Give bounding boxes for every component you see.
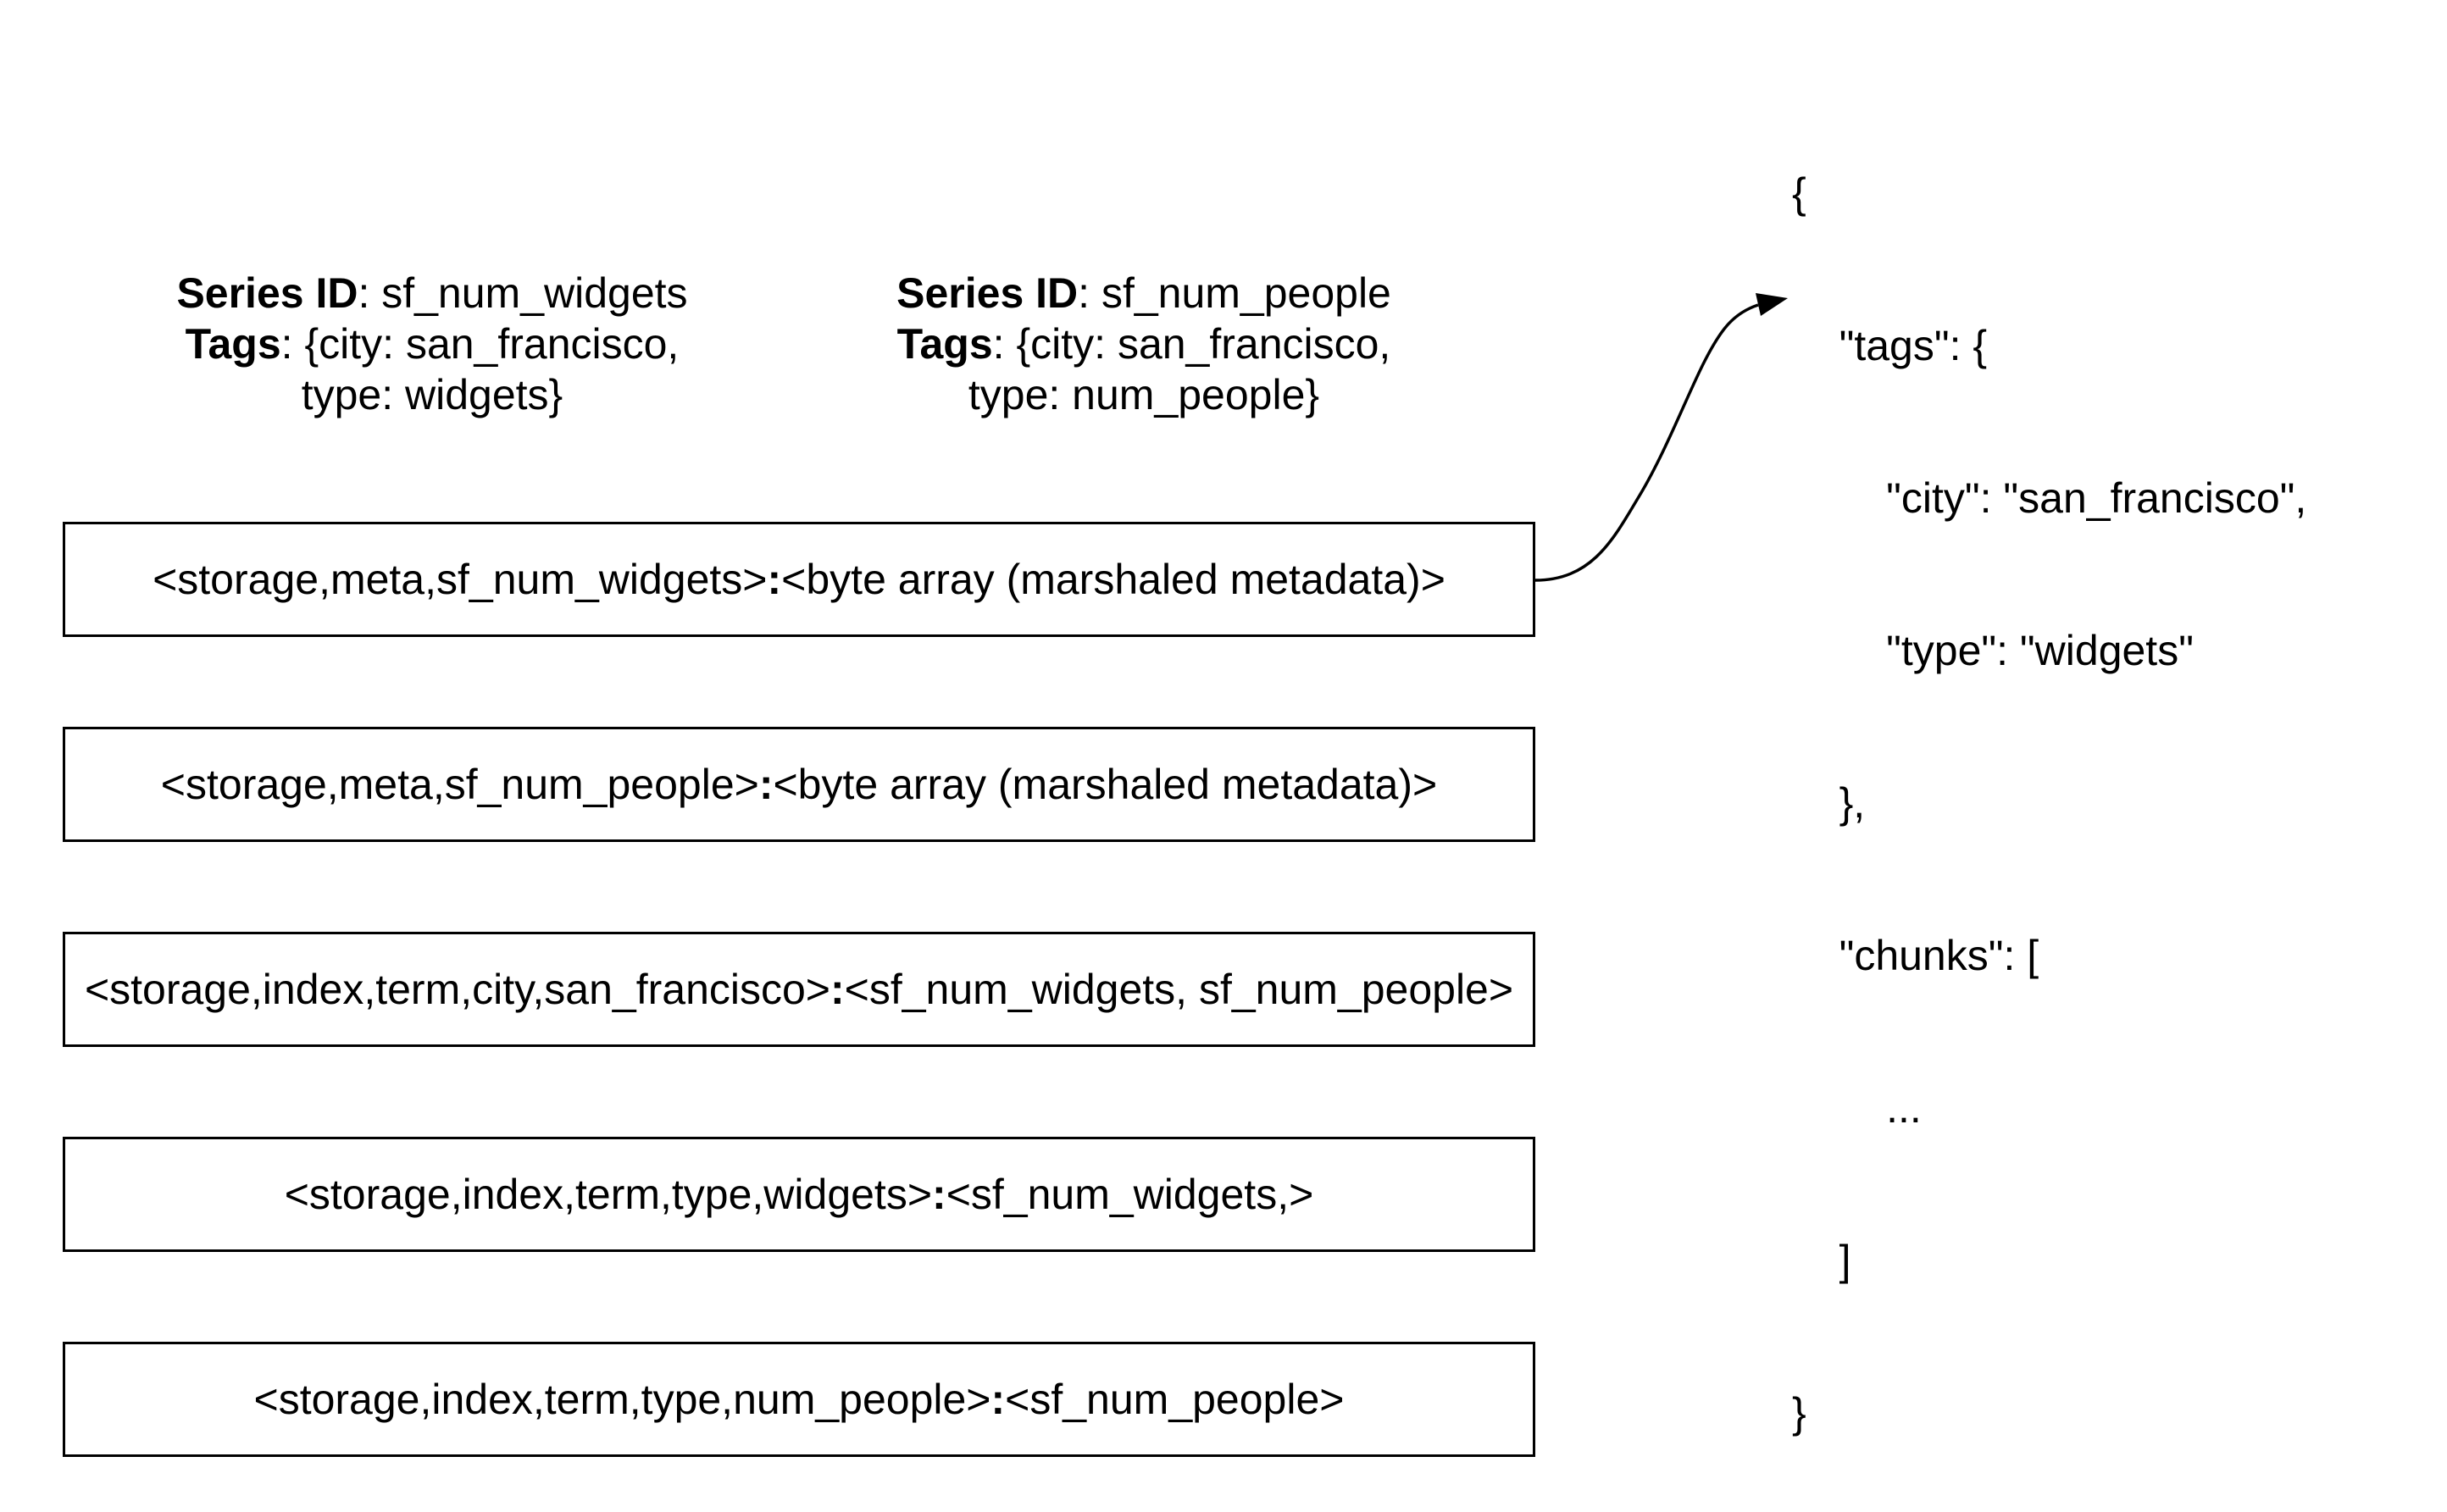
kv-row-index-type-people: <storage,index,term,type,num_people>:<sf…	[63, 1342, 1535, 1457]
kv-value: <byte array (marshaled metadata)>	[781, 556, 1445, 603]
json-line: "city": "san_francisco",	[1792, 474, 2307, 522]
kv-key: <storage,index,term,city,san_francisco>	[84, 966, 830, 1013]
kv-separator: :	[767, 556, 782, 603]
series-id-label: Series ID	[176, 269, 358, 317]
series-id-value: : sf_num_widgets	[358, 269, 688, 317]
series-tags-line: Tags: {city: san_francisco,	[136, 318, 729, 369]
kv-key: <storage,index,term,type,widgets>	[284, 1171, 933, 1218]
connector-curve	[1534, 303, 1759, 582]
series-tags-continuation: type: num_people}	[968, 371, 1320, 418]
kv-value: <sf_num_people>	[1005, 1376, 1345, 1423]
series-tags-label: Tags	[185, 320, 281, 368]
series-tags-label: Tags	[896, 320, 993, 368]
json-line: "type": "widgets"	[1792, 627, 2194, 674]
kv-row-meta-widgets: <storage,meta,sf_num_widgets>:<byte arra…	[63, 522, 1535, 637]
kv-separator: :	[932, 1171, 946, 1218]
series-tags-continuation: type: widgets}	[301, 371, 563, 418]
kv-key: <storage,meta,sf_num_widgets>	[153, 556, 768, 603]
series-label-widgets: Series ID: sf_num_widgets Tags: {city: s…	[136, 268, 729, 420]
kv-row-index-city: <storage,index,term,city,san_francisco>:…	[63, 932, 1535, 1047]
json-line: },	[1792, 779, 1866, 827]
series-id-value: : sf_num_people	[1078, 269, 1391, 317]
kv-value: <sf_num_widgets,>	[946, 1171, 1314, 1218]
series-label-people: Series ID: sf_num_people Tags: {city: sa…	[847, 268, 1440, 420]
series-id-line: Series ID: sf_num_widgets	[136, 268, 729, 318]
series-tags-value: : {city: san_francisco,	[992, 320, 1391, 368]
series-tags-line: Tags: {city: san_francisco,	[847, 318, 1440, 369]
json-line: "tags": {	[1792, 322, 1988, 369]
kv-separator: :	[990, 1376, 1006, 1423]
kv-separator: :	[758, 761, 774, 808]
metadata-json: { "tags": { "city": "san_francisco", "ty…	[1792, 66, 2306, 1489]
kv-key: <storage,index,term,type,num_people>	[253, 1376, 991, 1423]
json-line: {	[1792, 169, 1806, 217]
kv-value: <byte array (marshaled metadata)>	[773, 761, 1438, 808]
series-tags-value: : {city: san_francisco,	[280, 320, 680, 368]
kv-value: <sf_num_widgets, sf_num_people>	[844, 966, 1514, 1013]
json-line: ]	[1792, 1237, 1851, 1284]
kv-key: <storage,meta,sf_num_people>	[160, 761, 759, 808]
series-id-line: Series ID: sf_num_people	[847, 268, 1440, 318]
json-line: ...	[1792, 1084, 1922, 1132]
kv-separator: :	[830, 966, 845, 1013]
kv-row-meta-people: <storage,meta,sf_num_people>:<byte array…	[63, 727, 1535, 842]
json-line: }	[1792, 1389, 1806, 1437]
json-line: "chunks": [	[1792, 932, 2039, 979]
arrowhead-icon	[1756, 293, 1788, 316]
series-id-label: Series ID	[896, 269, 1079, 317]
kv-row-index-type-widgets: <storage,index,term,type,widgets>:<sf_nu…	[63, 1137, 1535, 1252]
